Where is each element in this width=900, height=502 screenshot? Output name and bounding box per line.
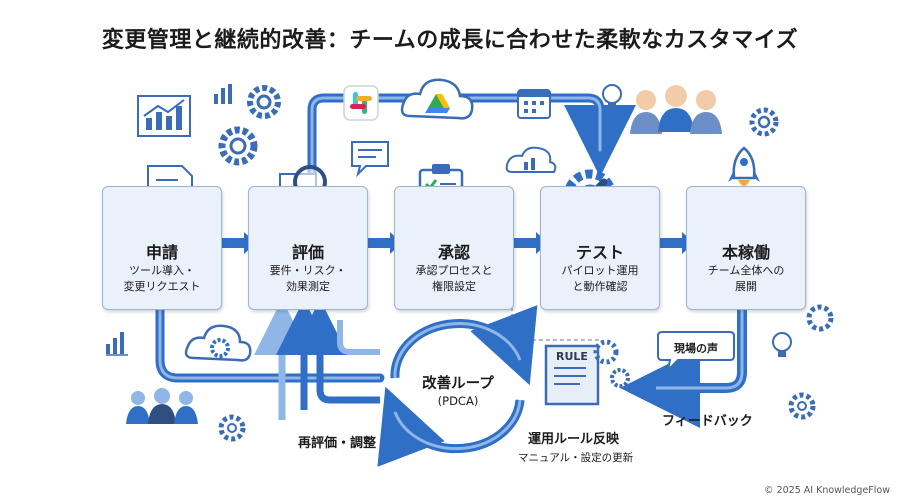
google-drive-icon [400,78,474,120]
cloud-gear-icon [184,324,252,362]
gear-icon [593,339,619,365]
bar-chart-icon [137,95,191,137]
cloud-chart-icon [505,146,557,173]
copyright-text: © 2025 AI KnowledgeFlow [764,485,890,496]
step-title: 申請 [145,243,178,262]
reevaluate-arrow-3 [292,299,380,404]
step-title: テスト [575,243,624,262]
page-title: 変更管理と継続的改善：チームの成長に合わせた柔軟なカスタマイズ [101,28,799,53]
small-bar-icon [106,332,128,356]
step-title: 評価 [291,243,324,262]
gear-icon [610,368,630,388]
team-small-icon [126,388,198,424]
step-description: ツール導入・変更リクエスト [123,264,201,293]
step-description: 要件・リスク・効果測定 [269,264,347,293]
gear-icon [788,392,816,420]
pdca-loop-title: 改善ループ [422,376,494,392]
speech-bubble-icon [657,331,735,374]
rules-book-label: RULE [556,350,588,363]
book-icon [544,344,600,406]
step-box-test: テスト パイロット運用と動作確認 [540,186,660,310]
step-description: パイロット運用と動作確認 [561,264,639,293]
step-description: 承認プロセスと権限設定 [415,264,493,293]
step-title: 承認 [437,243,470,262]
step-title: 本稼働 [721,243,770,262]
gear-icon [247,85,281,119]
step-box-approval: 承認 承認プロセスと権限設定 [394,186,514,310]
small-bar-icon [214,84,232,104]
gear-icon [806,304,834,332]
feedback-label: フィードバック [662,414,753,429]
step-description: チーム全体への展開 [707,264,785,293]
team-icon [630,85,722,134]
slack-icon [343,85,379,121]
gear-icon [218,126,258,166]
step-box-evaluation: 評価 要件・リスク・効果測定 [248,186,368,310]
field-voice-text: 現場の声 [674,342,718,355]
lightbulb-icon [772,332,792,357]
lightbulb-icon [602,84,622,109]
pdca-loop-subtitle: (PDCA) [437,394,479,408]
pdca-loop-arrows [377,305,538,467]
calendar-icon [517,89,551,119]
step-box-production: 本稼働 チーム全体への展開 [686,186,806,310]
gear-icon [749,107,779,137]
chat-icon [351,141,389,178]
operation-rules-sublabel: マニュアル・設定の更新 [518,452,634,464]
operation-rules-label: 運用ルール反映 [528,432,620,447]
step-box-application: 申請 ツール導入・変更リクエスト [102,186,222,310]
gear-icon [218,414,246,442]
reevaluate-label: 再評価・調整 [298,436,377,451]
